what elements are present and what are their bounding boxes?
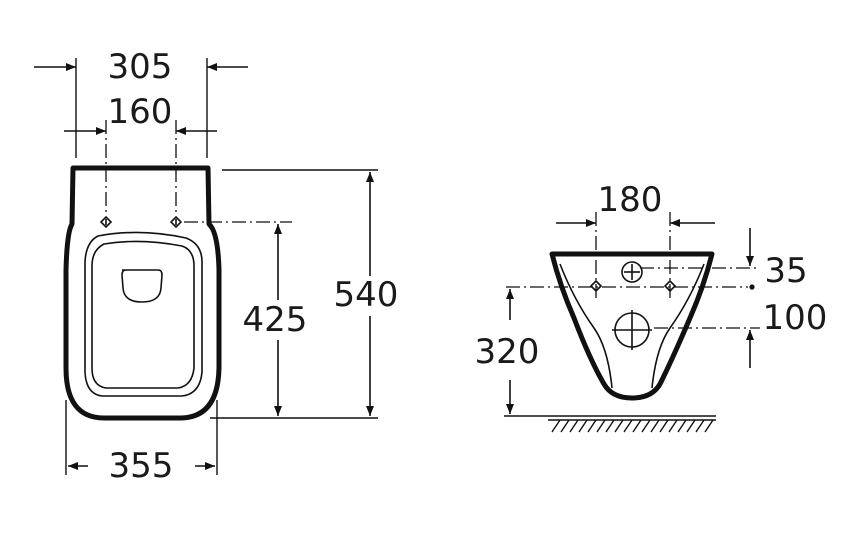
seat-inner-outline-2: [91, 240, 195, 389]
seat-inner-outline: [84, 231, 203, 397]
hatch-mark: [632, 419, 642, 433]
hatch-mark: [641, 419, 651, 433]
side-inner-line-right: [651, 263, 705, 389]
side-bowl-outline: [549, 251, 715, 401]
hatch-mark: [578, 419, 588, 433]
hatch-mark: [596, 419, 606, 433]
dim-160-label: 160: [108, 92, 173, 132]
hatch-mark: [614, 419, 624, 433]
floor-hatching: [548, 419, 716, 433]
hatch-mark: [605, 419, 615, 433]
hatch-mark: [569, 419, 579, 433]
dim-355-label: 355: [109, 446, 174, 486]
dim-540-label: 540: [334, 275, 399, 315]
hinge-tab: [121, 269, 163, 303]
hatch-mark: [560, 419, 570, 433]
dim-320-label: 320: [475, 332, 540, 372]
dim-100-label: 100: [763, 298, 828, 338]
hatch-mark: [623, 419, 633, 433]
hatch-mark: [587, 419, 597, 433]
outlet-hole: [612, 310, 652, 350]
dim-35-label: 35: [764, 251, 807, 291]
hatch-mark: [704, 419, 714, 433]
hatch-mark: [686, 419, 696, 433]
hatch-mark: [659, 419, 669, 433]
side-inner-line-left: [559, 263, 613, 389]
front-view: 305 160 355 425 540: [34, 47, 398, 486]
hatch-mark: [650, 419, 660, 433]
hatch-mark: [668, 419, 678, 433]
dim-425-label: 425: [243, 300, 308, 340]
hatch-mark: [695, 419, 705, 433]
fixing-hole-right: [169, 215, 183, 229]
hatch-mark: [551, 419, 561, 433]
top-hole: [621, 261, 643, 283]
bowl-outline: [63, 165, 222, 421]
hatch-mark: [677, 419, 687, 433]
dim-305-label: 305: [108, 47, 173, 87]
side-view: 180 35 100 320: [475, 180, 828, 433]
fixing-hole-left: [99, 215, 113, 229]
dim-180-label: 180: [598, 180, 663, 220]
